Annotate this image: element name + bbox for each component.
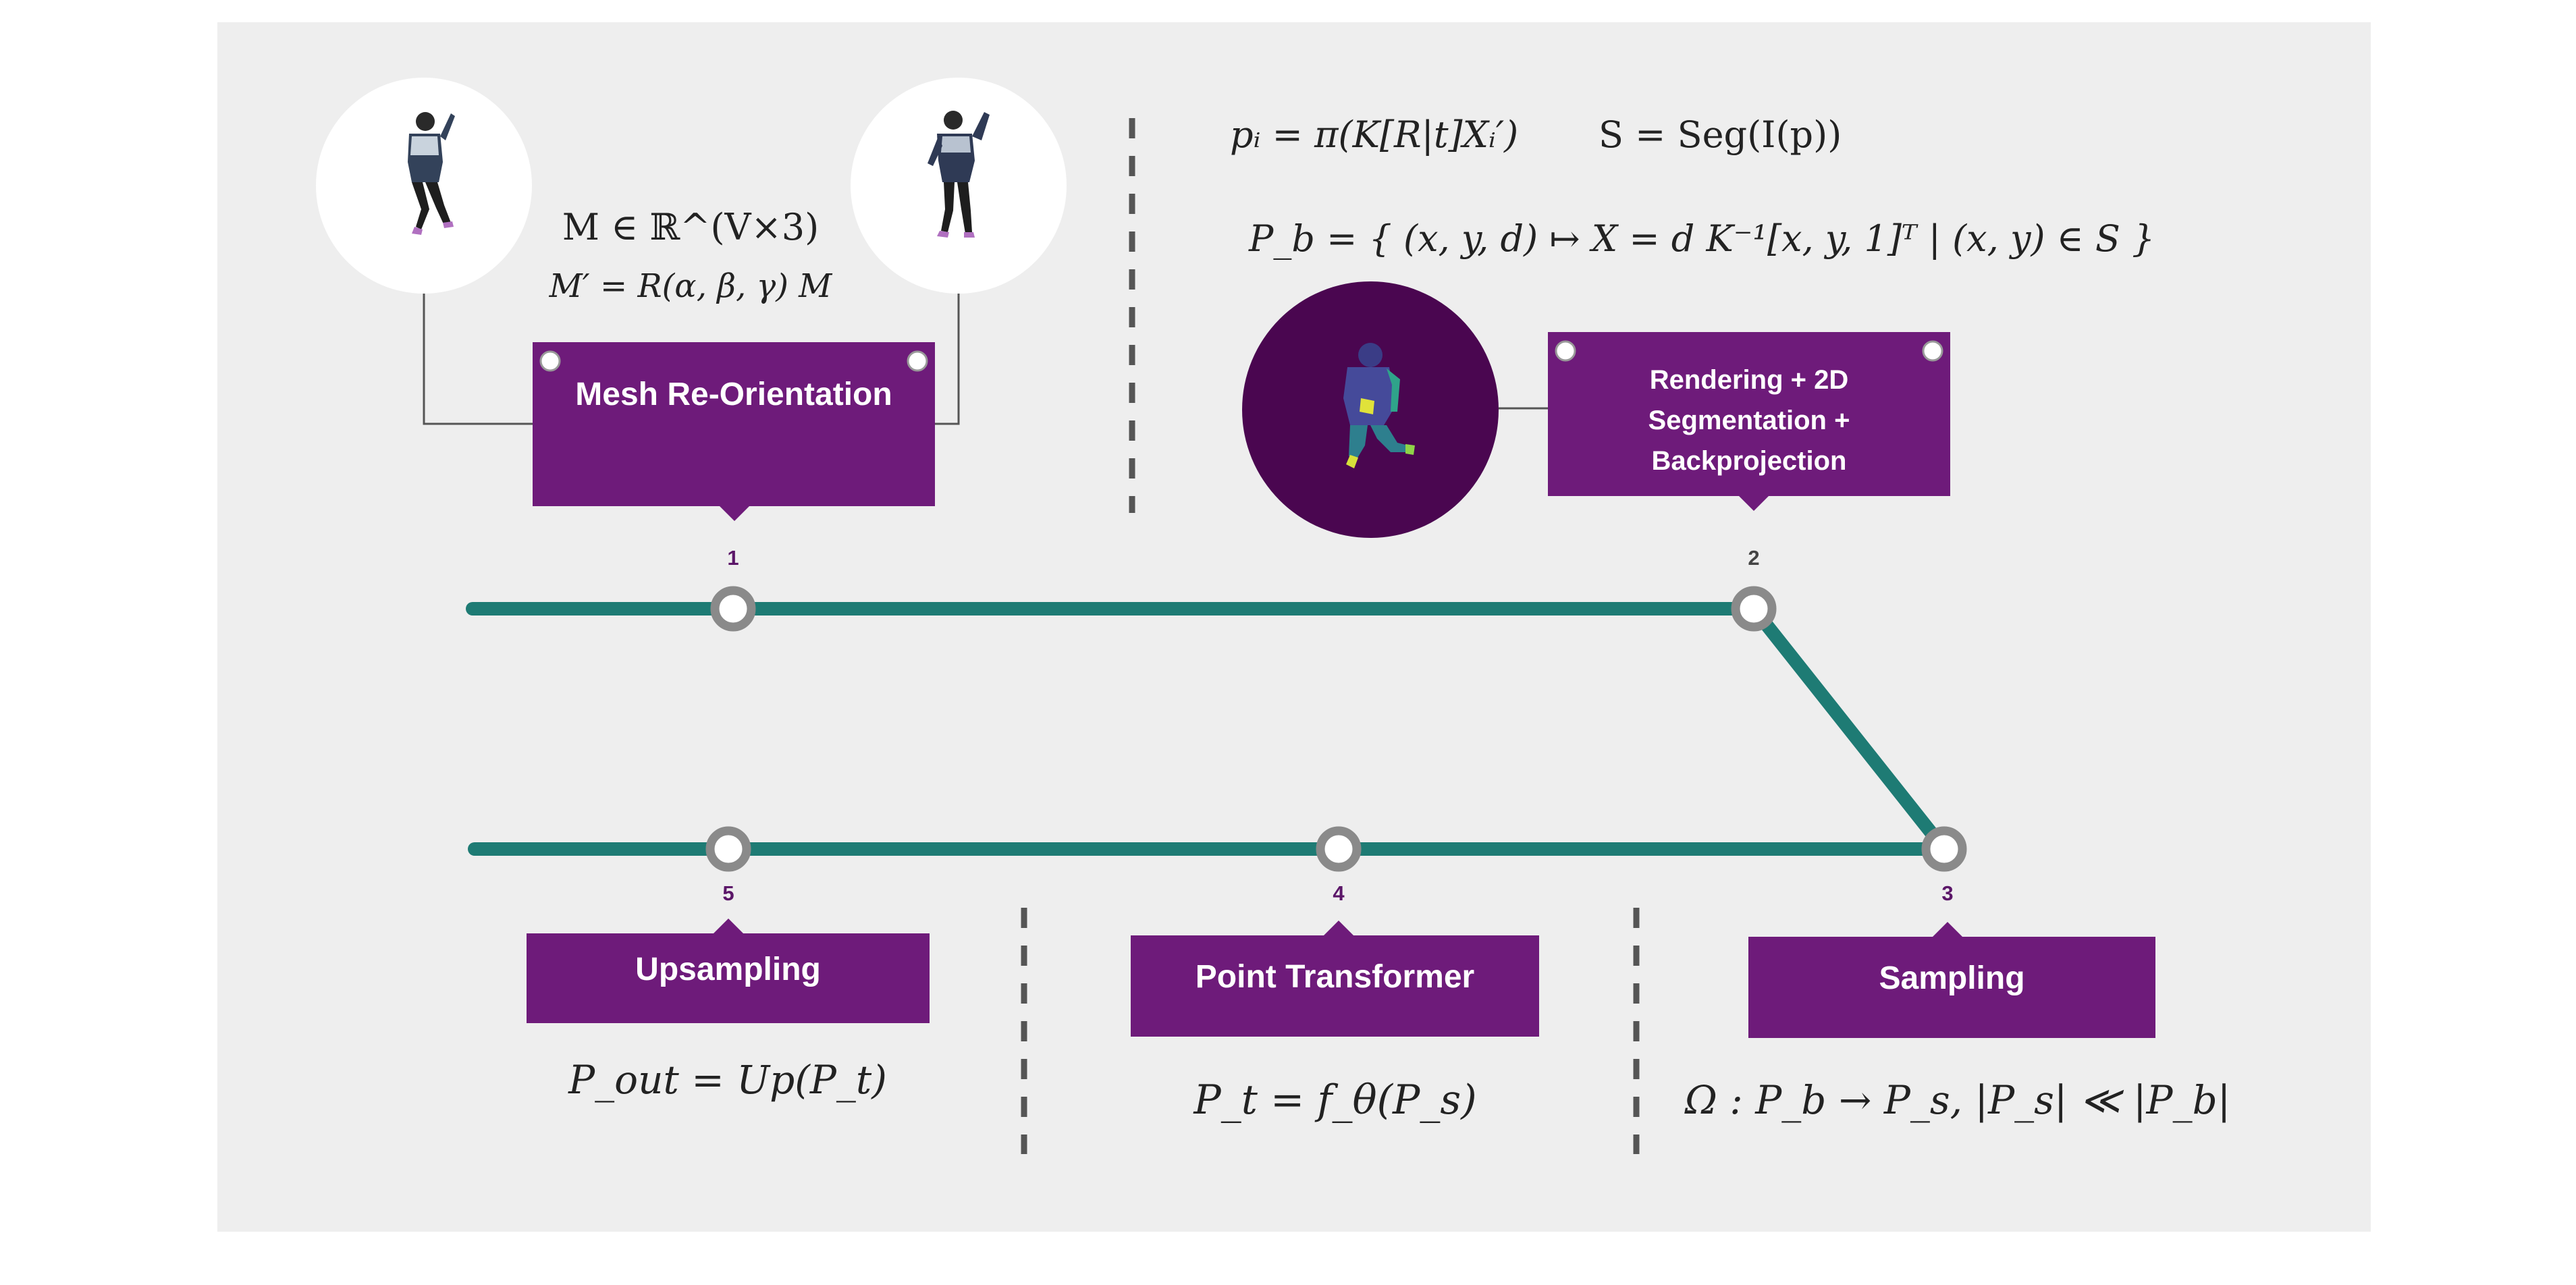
step-label-line-3: Backprojection xyxy=(1652,446,1847,476)
station-2 xyxy=(1731,586,1777,632)
formula-transformer: P_t = f_θ(P_s) xyxy=(1193,1076,1476,1124)
step-label: Upsampling xyxy=(635,952,821,987)
station-5 xyxy=(705,826,751,872)
step-number-1: 1 xyxy=(727,546,739,570)
step-box-sampling: Sampling xyxy=(1748,922,2155,1038)
step-label-line-1: Rendering + 2D xyxy=(1650,365,1849,395)
formula-upsampling: P_out = Up(P_t) xyxy=(568,1057,887,1103)
rendered-view-image xyxy=(1242,281,1499,538)
formula-sampling: Ω : P_b → P_s, |P_s| ≪ |P_b| xyxy=(1684,1077,2231,1123)
step-box-upsampling: Upsampling xyxy=(527,919,930,1023)
section-dividers xyxy=(1021,118,1640,1154)
formula-mesh-rotation: M′ = R(α, β, γ) M xyxy=(549,267,834,305)
step-number-4: 4 xyxy=(1333,881,1345,905)
step-label: Mesh Re-Orientation xyxy=(575,377,892,412)
box-pin-left xyxy=(539,350,561,372)
track-line xyxy=(466,602,1951,856)
step-number-5: 5 xyxy=(722,881,734,905)
diagram-panel xyxy=(217,22,2371,1232)
box-pin-right xyxy=(907,350,928,372)
segmented-person-icon xyxy=(1343,343,1415,468)
formula-mesh: M ∈ ℝ^(V×3) xyxy=(562,206,819,248)
step-box-rendering-segmentation: Rendering + 2D Segmentation + Backprojecti… xyxy=(1548,332,1950,511)
box-pin-right xyxy=(1922,340,1943,362)
step-label-line-2: Segmentation + xyxy=(1648,406,1850,435)
rotated-mesh-image xyxy=(851,78,1067,294)
formula-segmentation: S = Seg(I(p)) xyxy=(1599,113,1842,156)
person-rotated-icon xyxy=(928,111,990,238)
pipeline-stations xyxy=(705,586,1967,872)
formula-backprojection: P_b = { (x, y, d) ↦ X = d K⁻¹[x, y, 1]ᵀ … xyxy=(1248,217,2155,260)
step-box-point-transformer: Point Transformer xyxy=(1131,921,1539,1037)
station-3 xyxy=(1921,826,1967,872)
person-standing-icon xyxy=(408,112,455,235)
step-label: Sampling xyxy=(1879,960,2024,996)
step-number-2: 2 xyxy=(1748,546,1759,570)
connector-rotated-mesh xyxy=(935,294,960,425)
box-pin-left xyxy=(1555,340,1576,362)
step-box-mesh-reorientation: Mesh Re-Orientation xyxy=(533,342,935,521)
step-label: Point Transformer xyxy=(1196,959,1474,995)
image-connectors xyxy=(423,294,1548,425)
station-4 xyxy=(1316,826,1362,872)
connector-input-mesh xyxy=(423,294,533,425)
formula-projection: pᵢ = π(K[R|t]Xᵢ′) xyxy=(1230,113,1518,156)
step-number-3: 3 xyxy=(1941,881,1953,905)
pipeline-track xyxy=(466,602,1951,856)
station-1 xyxy=(710,586,756,632)
input-mesh-image xyxy=(316,78,532,294)
